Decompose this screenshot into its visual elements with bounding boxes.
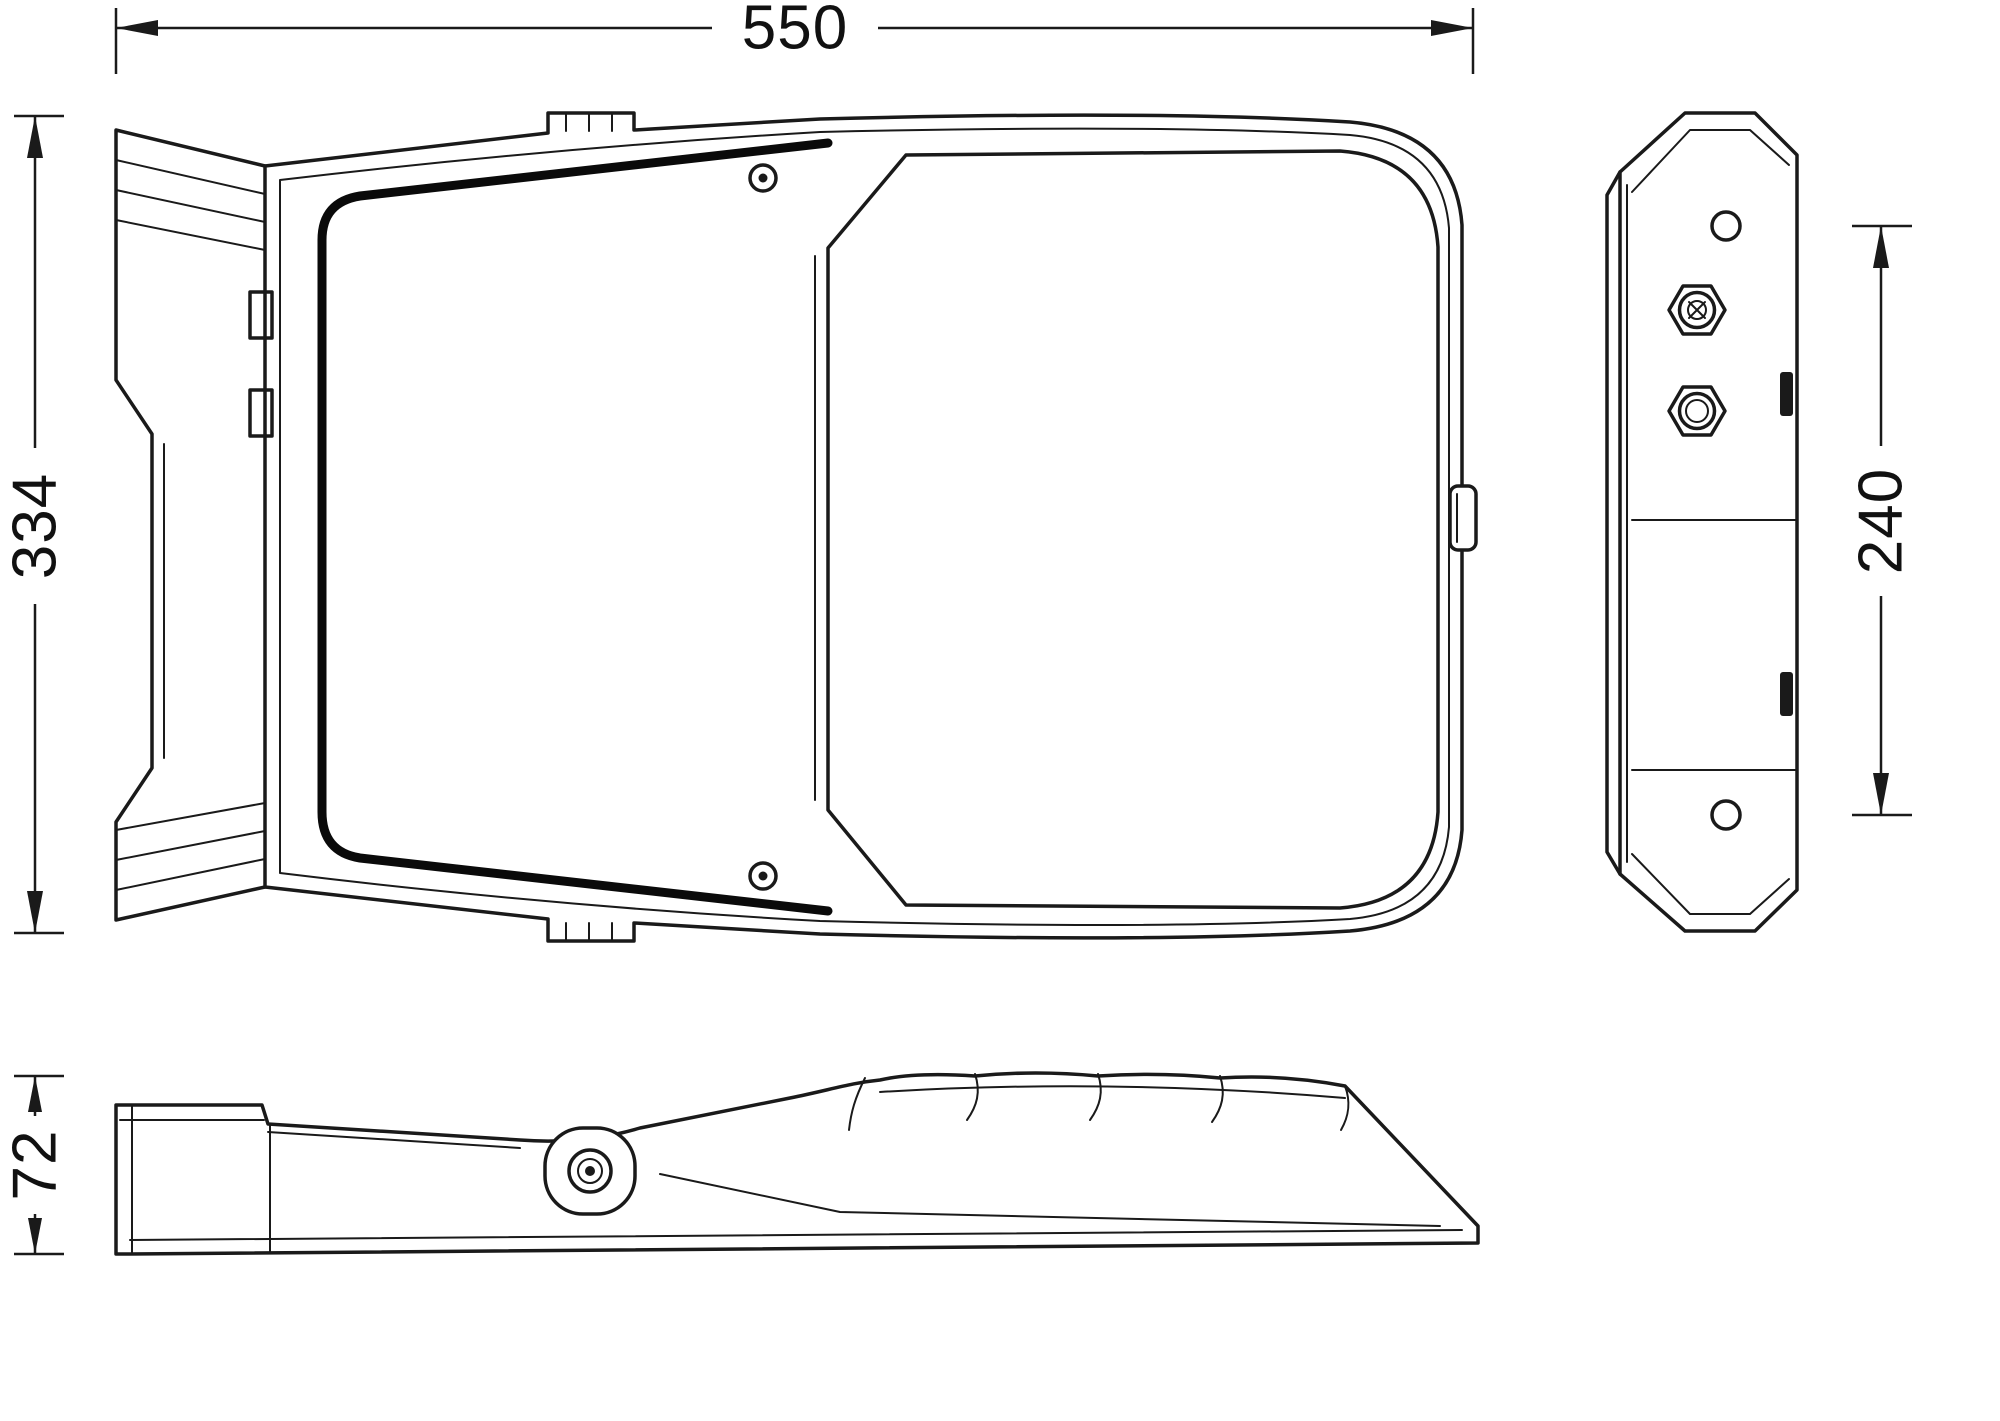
side-latch	[1448, 484, 1478, 552]
arrowhead-down	[1873, 773, 1889, 815]
arrowhead-down	[27, 891, 43, 933]
dimension-width: 550	[114, 0, 1475, 74]
mounting-hole-bottom	[1710, 799, 1742, 831]
dimension-thickness-label: 72	[1, 1130, 70, 1201]
dimension-width-label: 550	[742, 0, 848, 63]
bracket-slot	[248, 388, 274, 438]
dimension-height: 334	[1, 114, 70, 935]
cover-screw-top	[748, 163, 778, 193]
hinge-pivot	[543, 1126, 637, 1216]
lens-panel	[826, 149, 1440, 910]
housing-inner-line	[279, 127, 1450, 927]
edge-clip-top	[1780, 372, 1793, 416]
cable-gland-top	[1667, 284, 1727, 336]
mounting-hole-top	[1710, 210, 1742, 242]
mounting-bracket	[114, 128, 274, 922]
arrowhead-right	[1431, 20, 1473, 36]
lens-edge-strip	[1605, 170, 1622, 876]
side-outline	[1618, 111, 1799, 933]
side-view	[1605, 111, 1799, 933]
retainer-tab-bottom	[565, 922, 613, 942]
arrowhead-down	[28, 1218, 42, 1254]
retainer-tab-top	[565, 112, 613, 132]
edge-clip-bottom	[1780, 672, 1793, 716]
arrowhead-left	[116, 20, 158, 36]
profile-outline	[114, 1071, 1480, 1256]
cover-shingles	[848, 1073, 1350, 1131]
dimension-hole-spacing-label: 240	[1847, 468, 1916, 574]
gasket-seal-line	[317, 138, 833, 916]
bracket-outline	[114, 128, 267, 922]
top-view	[114, 111, 1478, 943]
bracket-slot	[248, 290, 274, 340]
profile-view	[114, 1071, 1480, 1256]
arrowhead-up	[1873, 226, 1889, 268]
housing-outline	[263, 111, 1464, 943]
cover-screw-bottom	[748, 861, 778, 891]
arrowhead-up	[27, 116, 43, 158]
dimension-hole-spacing: 240	[1847, 224, 1916, 817]
arrowhead-up	[28, 1076, 42, 1112]
cable-gland-bottom	[1667, 385, 1727, 437]
dimension-thickness: 72	[1, 1074, 70, 1256]
door-seam	[659, 1173, 1441, 1227]
dimension-height-label: 334	[1, 473, 70, 579]
